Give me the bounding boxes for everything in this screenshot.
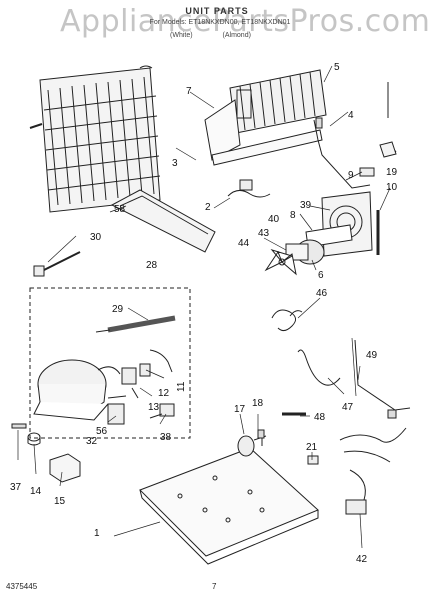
callout-7: 7 bbox=[186, 86, 192, 97]
callout-9: 9 bbox=[348, 170, 354, 181]
watermark: AppliancePartsPros.com bbox=[60, 4, 431, 39]
callout-5: 5 bbox=[334, 62, 340, 73]
callout-21: 21 bbox=[306, 442, 318, 453]
color-variants: (White) (Almond) bbox=[170, 32, 350, 39]
condenser-fan-17-18 bbox=[237, 429, 267, 457]
callout-17: 17 bbox=[234, 404, 246, 415]
callout-49: 49 bbox=[366, 350, 378, 361]
evaporator-coil bbox=[29, 65, 161, 213]
callout-43: 43 bbox=[258, 228, 270, 239]
callout-42: 42 bbox=[356, 554, 368, 565]
callout-39: 39 bbox=[300, 200, 312, 211]
callout-56: 56 bbox=[96, 426, 108, 437]
callout-labels: 7 5 3 4 2 58 9 19 10 39 40 8 43 44 6 30 … bbox=[10, 62, 398, 565]
callout-28: 28 bbox=[146, 260, 158, 271]
condenser bbox=[204, 69, 327, 166]
callout-2: 2 bbox=[205, 202, 211, 213]
model-list: For Models: ET18NKXDN00, ET18NKXDN01 bbox=[149, 19, 291, 26]
diagram-title: UNIT PARTS bbox=[185, 6, 249, 16]
callout-8: 8 bbox=[290, 210, 296, 221]
callout-19: 19 bbox=[386, 167, 398, 178]
page-number: 7 bbox=[212, 582, 217, 591]
drain-trough bbox=[110, 189, 216, 253]
callout-37: 37 bbox=[10, 482, 22, 493]
relay-overload bbox=[121, 349, 173, 399]
callout-30: 30 bbox=[90, 232, 102, 243]
callout-15: 15 bbox=[54, 496, 66, 507]
variant-almond: (Almond) bbox=[222, 32, 251, 39]
callout-3: 3 bbox=[172, 158, 178, 169]
part-19 bbox=[379, 141, 397, 158]
leader-lines bbox=[17, 65, 391, 549]
callout-11: 11 bbox=[176, 381, 187, 392]
heater-30 bbox=[33, 251, 81, 277]
callout-18: 18 bbox=[252, 398, 264, 409]
tubing bbox=[271, 309, 411, 411]
power-cord-38 bbox=[149, 403, 175, 419]
part-number: 4375445 bbox=[6, 582, 38, 591]
callout-46: 46 bbox=[316, 288, 328, 299]
compressor-kit-box bbox=[29, 287, 191, 439]
callout-13: 13 bbox=[148, 402, 160, 413]
callout-44: 44 bbox=[238, 238, 250, 249]
callout-38: 38 bbox=[160, 432, 172, 443]
callout-12: 12 bbox=[158, 388, 170, 399]
callout-1: 1 bbox=[94, 528, 100, 539]
base-pan bbox=[139, 447, 319, 565]
callout-58: 58 bbox=[114, 204, 126, 215]
callout-10: 10 bbox=[386, 182, 398, 193]
callout-40: 40 bbox=[268, 214, 280, 225]
connector-2 bbox=[227, 179, 271, 198]
callout-14: 14 bbox=[30, 486, 42, 497]
callout-47: 47 bbox=[342, 402, 354, 413]
fan-motor bbox=[264, 239, 325, 276]
callout-6: 6 bbox=[318, 270, 324, 281]
defrost-thermostat bbox=[313, 82, 389, 189]
wire-harness bbox=[339, 409, 407, 515]
compressor bbox=[33, 359, 121, 421]
clip-21 bbox=[307, 455, 319, 465]
callout-4: 4 bbox=[348, 110, 354, 121]
callout-48: 48 bbox=[314, 412, 326, 423]
filter-drier bbox=[95, 315, 176, 333]
callout-29: 29 bbox=[112, 304, 124, 315]
callout-32: 32 bbox=[86, 436, 98, 447]
variant-white: (White) bbox=[170, 32, 193, 39]
grommets-14-15-37 bbox=[11, 423, 81, 483]
diagram-header: AppliancePartsPros.com UNIT PARTS For Mo… bbox=[0, 0, 434, 70]
